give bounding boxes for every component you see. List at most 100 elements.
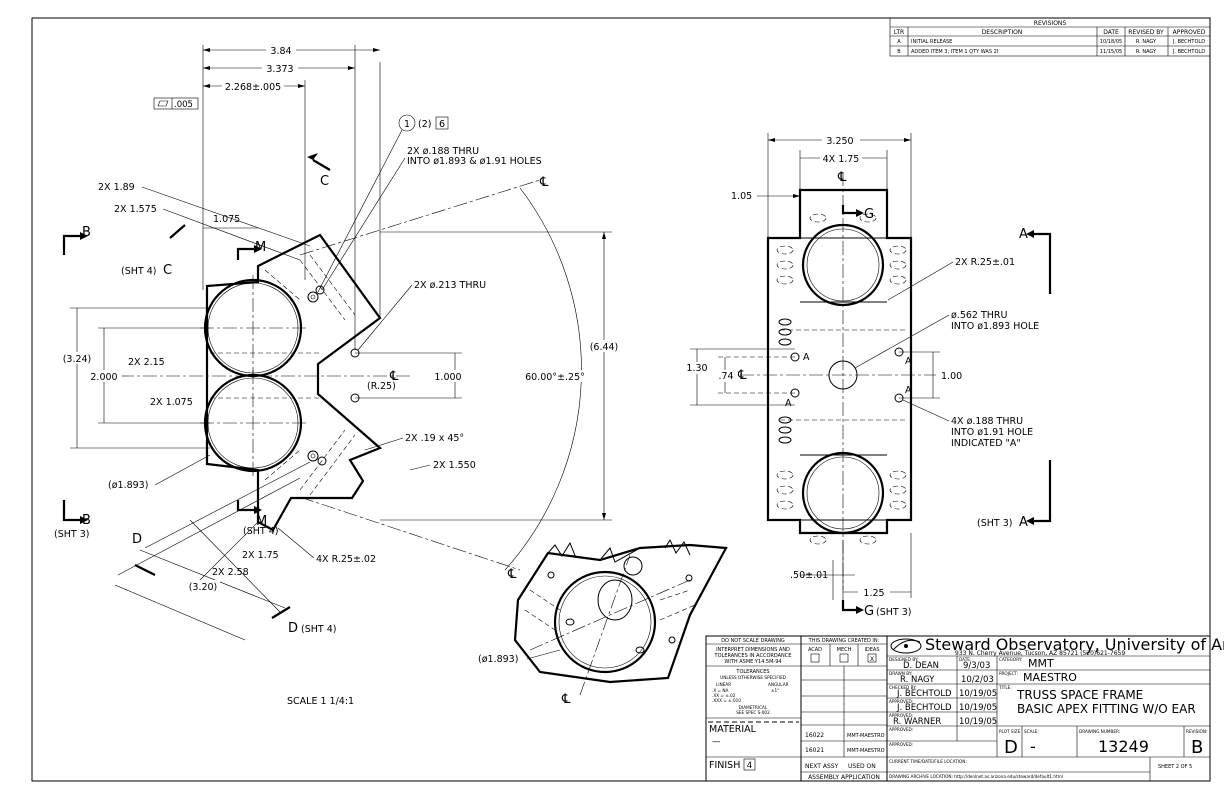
rev-header-date: DATE	[1103, 29, 1119, 36]
balloon-6-text: 6	[439, 119, 445, 130]
section-c-top-label: C	[320, 174, 329, 189]
assy-row2-num: 16021	[805, 747, 824, 754]
material-value: —	[712, 737, 721, 747]
rev-header-approved: APPROVED	[1173, 29, 1206, 36]
created-in-title: THIS DRAWING CREATED IN:	[808, 638, 880, 644]
section-g-top: G	[841, 205, 874, 222]
hole-a-label-2: A	[785, 398, 792, 409]
centerline-mark-3: ℄	[507, 567, 517, 582]
iso-inner-hole	[597, 579, 633, 621]
callout-dia-1893: (ø1.893)	[108, 480, 148, 491]
section-a-top: A	[1019, 227, 1052, 294]
dim-2-268: 2.268±.005	[225, 82, 281, 93]
rev-row-a: A INITIAL RELEASE 10/18/05 R. NAGY J. BE…	[897, 39, 1205, 45]
hole-a-label-3: A	[905, 356, 912, 367]
scale-value: -	[1030, 737, 1036, 756]
centerline-mark-1: ℄	[539, 175, 549, 190]
material-label: MATERIAL	[709, 724, 757, 735]
flatness-frame: .005	[153, 97, 199, 110]
drawing-number-row: PLOT SIZE D SCALE: - DRAWING NUMBER: 132…	[999, 726, 1207, 758]
hole-a-label-1: A	[803, 352, 810, 363]
iso-ears	[547, 538, 691, 563]
drawing-number-label: DRAWING NUMBER:	[1079, 729, 1120, 734]
revision-label: REVISION:	[1186, 729, 1207, 734]
approved-label-2: APPROVED:	[889, 713, 913, 718]
section-a-bottom: A (SHT 3)	[977, 460, 1052, 530]
rev-a-desc: INITIAL RELEASE	[911, 39, 952, 45]
rev-b-ltr: B	[897, 49, 901, 55]
title-line-2: BASIC APEX FITTING W/O EAR	[1017, 702, 1196, 716]
dim-r-25: (R.25)	[367, 381, 396, 392]
created-in: THIS DRAWING CREATED IN: ACAD MECH IDEAS…	[801, 638, 887, 667]
dim-3-84: 3.84	[270, 46, 291, 57]
rev-a-approved: J. BECHTOLD	[1172, 39, 1205, 45]
dim-3-24: (3.24)	[63, 354, 92, 365]
created-ideas: IDEAS	[864, 647, 879, 653]
section-d-bottom-label: D	[288, 621, 298, 636]
drawn-date: 10/2/03	[961, 675, 994, 685]
rev-b-approved: J. BECHTOLD	[1172, 49, 1205, 55]
dim-2-000: 2.000	[90, 372, 117, 383]
dim-2x-1-89: 2X 1.89	[98, 182, 135, 193]
dim-1-30: 1.30	[686, 363, 707, 374]
right-view: A A A A ℄ ℄ 3.250 4X 1.75 1.05 G	[682, 133, 1052, 619]
section-b-top-label: B	[82, 225, 91, 240]
tolerance-notes: DO NOT SCALE DRAWING INTERPRET DIMENSION…	[706, 638, 801, 771]
iso-centerline-mark: ℄	[561, 692, 571, 707]
approved-label-1: APPROVED:	[889, 699, 913, 704]
project-value: MAESTRO	[1023, 671, 1077, 684]
date-label: DATE:	[959, 657, 971, 662]
hole-upper-b	[315, 285, 325, 295]
rev-b-desc: ADDED ITEM 3; ITEM 1 QTY WAS 2I	[911, 49, 998, 55]
note-tol-2: .XX = ±.02	[712, 693, 736, 698]
approved-label-3: APPROVED:	[889, 727, 913, 732]
note-interp-2: TOLERANCES IN ACCORDANCE	[714, 653, 792, 659]
plot-size-value: D	[1004, 737, 1018, 758]
scale-label: SCALE:	[1024, 729, 1039, 734]
section-m-sheet: (SHT 4)	[243, 526, 278, 537]
section-b-sheet: (SHT 3)	[54, 529, 89, 540]
dim-1-000: 1.000	[434, 372, 461, 383]
dim-1-05: 1.05	[731, 191, 752, 202]
drawn-by: R. NAGY	[900, 675, 935, 685]
rev-a-ltr: A	[897, 39, 901, 45]
right-hidden-holes	[776, 213, 907, 545]
assy-row1-num: 16022	[805, 732, 824, 739]
title-line-1: TRUSS SPACE FRAME	[1016, 688, 1143, 702]
note-angular: ANGULAR	[768, 682, 789, 687]
dim-2x-1-550: 2X 1.550	[433, 460, 476, 471]
section-d-bottom: D (SHT 4)	[271, 606, 336, 636]
note-tol-angular: ±1°	[771, 688, 779, 693]
left-hidden-lines	[210, 254, 356, 496]
title-label: TITLE:	[998, 685, 1012, 690]
balloon-1	[398, 114, 416, 132]
finish-label: FINISH	[709, 760, 740, 771]
section-d-sheet: (SHT 4)	[301, 624, 336, 635]
ideas-checkbox	[867, 653, 877, 663]
note-tolerances: TOLERANCES	[735, 669, 769, 675]
section-g-top-label: G	[864, 207, 874, 222]
dim-3-373: 3.373	[266, 64, 293, 75]
sheet-border	[31, 17, 1211, 782]
assy-row1-name: MMT-MAESTRO	[847, 733, 885, 739]
callout-r25: 2X R.25±.01	[955, 257, 1015, 268]
acad-checkbox	[810, 653, 820, 663]
iso-hidden-lines	[524, 589, 696, 631]
approved-date-1: 10/19/05	[959, 703, 997, 713]
callout-hole-188-line2-right: INTO ø1.91 HOLE	[951, 427, 1033, 438]
flatness-value: .005	[174, 100, 193, 110]
hole-a-label-4: A	[905, 385, 912, 396]
rev-row-b: B ADDED ITEM 3; ITEM 1 QTY WAS 2I 11/15/…	[897, 49, 1205, 55]
section-m-top: M	[236, 240, 266, 260]
note-tol-3: .XXX = ±.010	[712, 698, 741, 703]
right-side-slots	[778, 318, 792, 444]
section-b-bottom: B (SHT 3)	[54, 500, 91, 540]
section-g-bottom: G (SHT 3)	[841, 600, 911, 619]
note-diametrical: DIAMETRICAL	[739, 705, 768, 710]
scale-note: SCALE 1 1/4:1	[287, 696, 354, 707]
category-value: MMT	[1028, 657, 1054, 670]
note-no-scale: DO NOT SCALE DRAWING	[721, 638, 785, 644]
ideas-check-mark: X	[870, 656, 874, 663]
section-c-sheet: (SHT 4)	[121, 266, 156, 277]
